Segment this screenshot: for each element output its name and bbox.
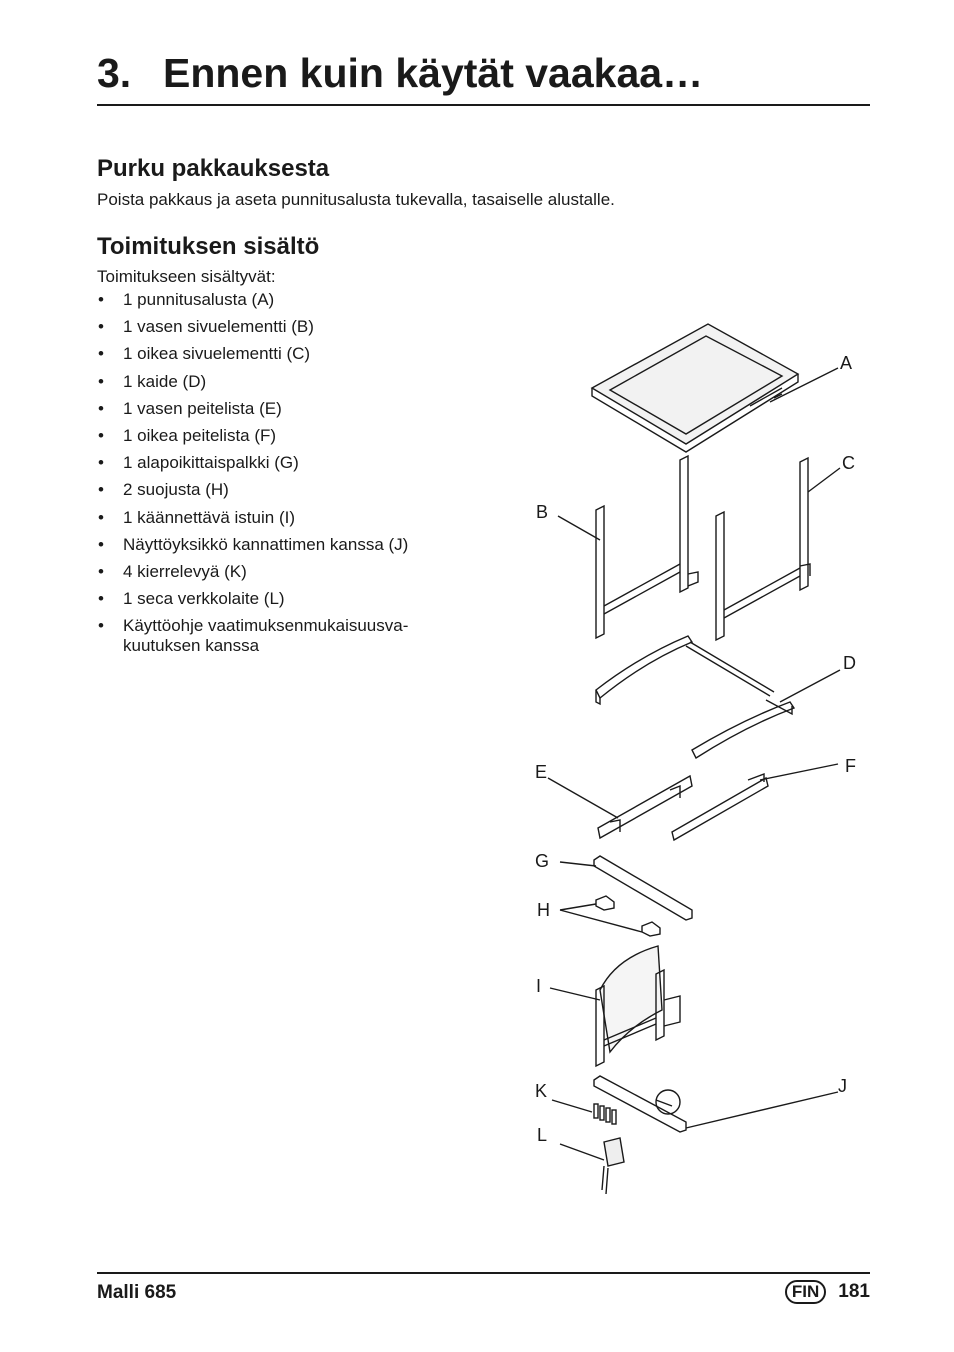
- chapter-number: 3.: [97, 50, 132, 96]
- right-side-part: [715, 456, 841, 642]
- label-f: F: [845, 756, 856, 776]
- contents-list: 1 punnitusalusta (A) 1 vasen sivuelement…: [97, 290, 477, 663]
- header-rule: [97, 104, 870, 106]
- label-g: G: [535, 851, 550, 871]
- label-b: B: [536, 502, 549, 522]
- contents-heading: Toimituksen sisältö: [97, 233, 320, 260]
- unpack-heading: Purku pakkauksesta: [97, 155, 330, 182]
- contents-intro: Toimitukseen sisältyvät:: [97, 267, 276, 286]
- threaded-plates-part: [551, 1099, 617, 1125]
- list-item: 1 punnitusalusta (A): [97, 290, 477, 310]
- list-item: 1 alapoikittaispalkki (G): [97, 453, 477, 473]
- footer-model: Malli 685: [97, 1282, 177, 1303]
- covers-part: [559, 895, 661, 937]
- footer-right: FIN 181: [784, 1280, 870, 1304]
- list-item: 1 kaide (D): [97, 372, 477, 392]
- rail-part: [595, 635, 841, 760]
- parts-drawing: [547, 323, 841, 1195]
- label-l: L: [537, 1125, 548, 1145]
- left-cover-part: [547, 774, 693, 840]
- list-item: 2 suojusta (H): [97, 480, 477, 500]
- unpack-text: Poista pakkaus ja aseta punnitusalusta t…: [97, 190, 615, 209]
- footer-rule: [97, 1272, 870, 1274]
- label-k: K: [535, 1081, 548, 1101]
- chapter-title: Ennen kuin käytät vaakaa…: [163, 50, 704, 96]
- list-item: 1 oikea peitelista (F): [97, 426, 477, 446]
- list-item: 1 vasen sivuelementti (B): [97, 317, 477, 337]
- power-adapter-part: [559, 1137, 625, 1195]
- list-item: Käyttöohje vaatimuksenmukaisuusva-kuutuk…: [97, 616, 453, 656]
- language-badge: FIN: [784, 1280, 827, 1304]
- list-item: 1 oikea sivuelementti (C): [97, 344, 477, 364]
- label-e: E: [535, 762, 548, 782]
- left-side-part: [557, 454, 699, 640]
- parts-illustration: A C B D E F G H I J K L: [520, 310, 880, 1210]
- label-d: D: [843, 653, 856, 673]
- lower-beam-part: [559, 855, 693, 921]
- list-item: 1 vasen peitelista (E): [97, 399, 477, 419]
- display-unit-part: [593, 1075, 839, 1133]
- list-item: 4 kierrelevyä (K): [97, 562, 477, 582]
- label-a: A: [840, 353, 853, 373]
- seat-part: [549, 945, 681, 1068]
- list-item: Näyttöyksikkö kannattimen kanssa (J): [97, 535, 477, 555]
- page-number: 181: [838, 1281, 870, 1302]
- platform-part: [590, 323, 839, 453]
- label-j: J: [838, 1076, 847, 1096]
- right-cover-part: [671, 763, 839, 842]
- label-c: C: [842, 453, 855, 473]
- label-i: I: [536, 976, 542, 996]
- list-item-text: Käyttöohje vaatimuksenmukaisuusva-kuutuk…: [123, 616, 409, 656]
- page-title: 3. Ennen kuin käytät vaakaa…: [97, 50, 703, 97]
- label-h: H: [537, 900, 550, 920]
- list-item: 1 seca verkkolaite (L): [97, 589, 477, 609]
- list-item: 1 käännettävä istuin (I): [97, 508, 477, 528]
